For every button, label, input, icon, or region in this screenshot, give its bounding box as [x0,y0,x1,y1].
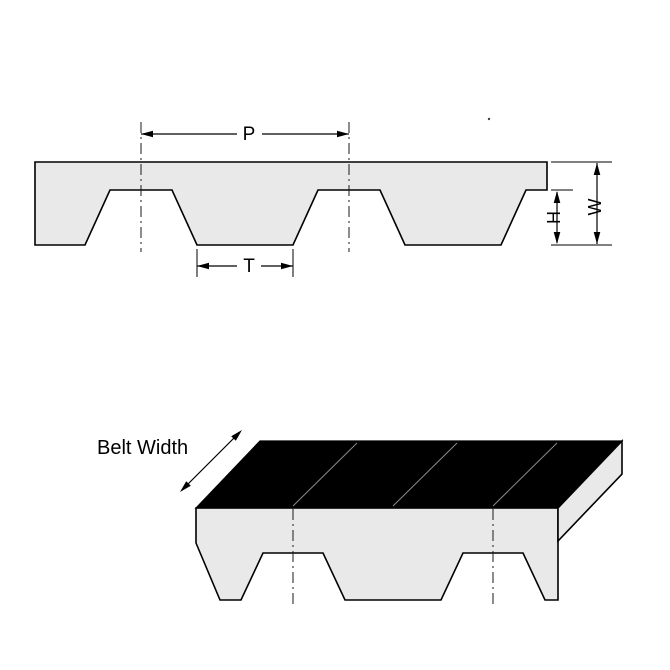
arrowhead-down-icon [593,232,601,244]
belt-3d-top-face [194,440,624,509]
belt-width-dimension: Belt Width [97,430,242,492]
tooth-height-dimension: H [544,191,564,244]
pitch-dimension: P [141,124,349,145]
belt-3d-end-face [557,439,623,543]
tooth-width-label: T [243,256,255,277]
arrowhead-left-icon [197,262,209,270]
arrowhead-upright-icon [231,430,242,441]
belt-thickness-dimension: W [585,163,605,244]
top-face-seam-lines [292,442,558,507]
belt-thickness-label: W [585,199,605,216]
arrowhead-down-icon [553,232,561,244]
belt-3d-front-face [195,507,559,601]
tooth-height-label: H [544,211,564,224]
arrowhead-left-icon [141,130,153,138]
arrowhead-downleft-icon [180,481,191,492]
arrowhead-up-icon [593,163,601,175]
tooth-width-dimension: T [196,249,294,277]
belt-cross-section [34,161,548,246]
belt-width-label: Belt Width [97,437,188,459]
arrowhead-right-icon [337,130,349,138]
stray-mark [487,117,491,121]
pitch-label: P [243,124,256,145]
arrowhead-up-icon [553,191,561,203]
arrowhead-right-icon [281,262,293,270]
belt-width-arrow [183,433,239,489]
